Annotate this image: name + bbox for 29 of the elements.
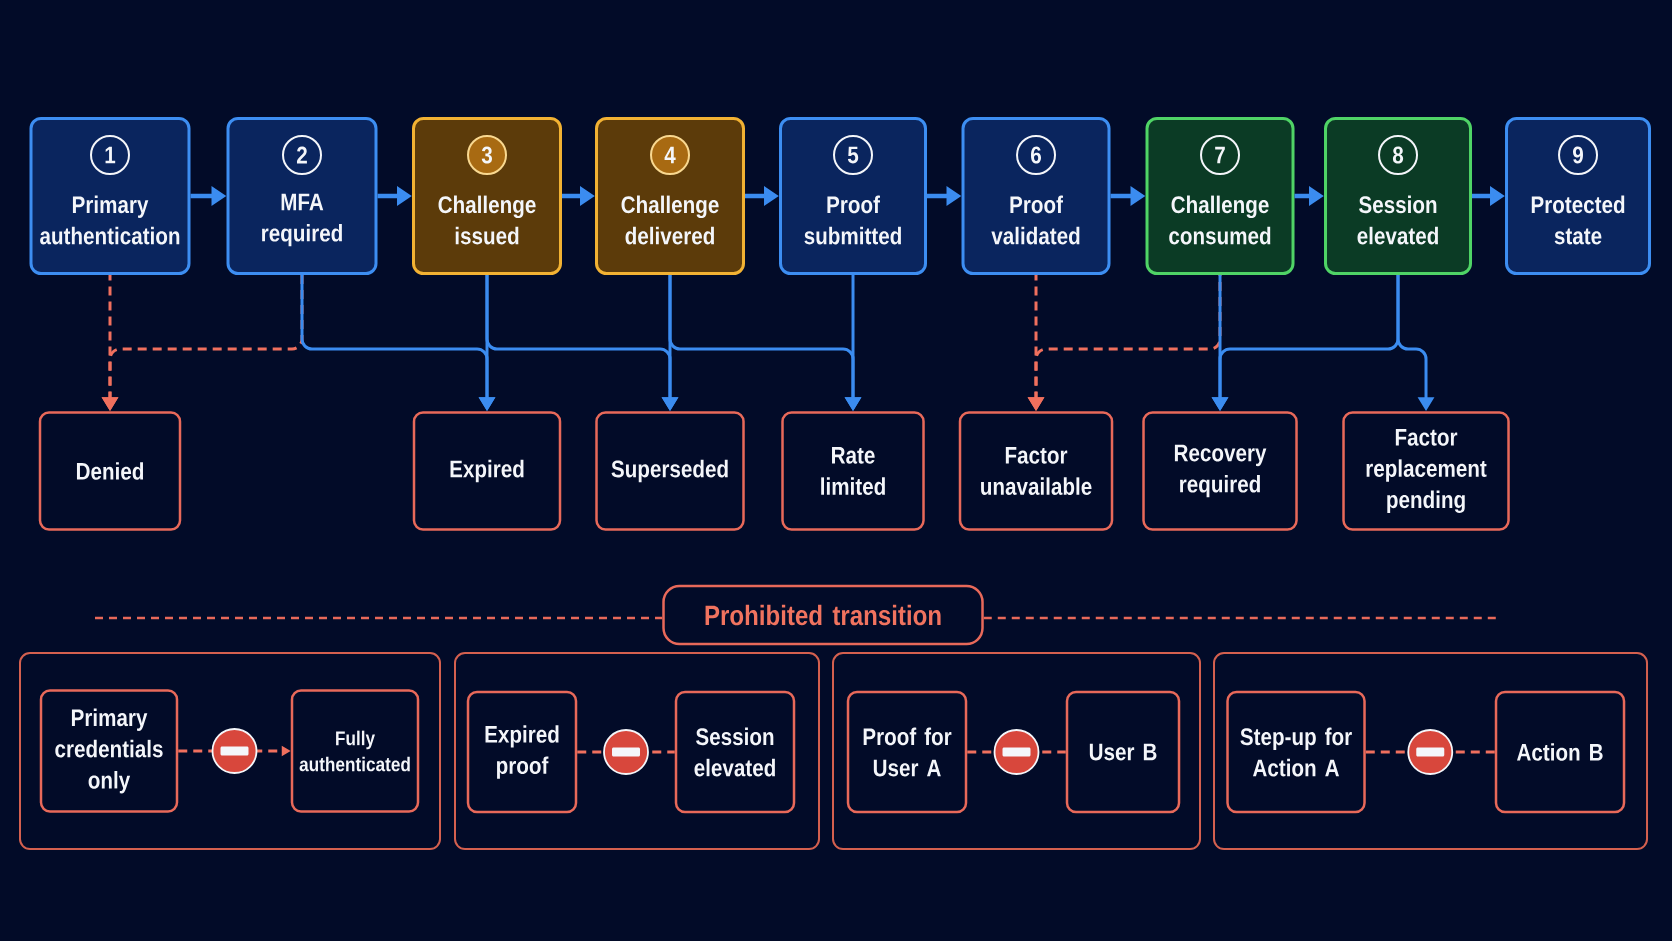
step-number: 5	[833, 135, 873, 175]
step-number: 8	[1378, 135, 1418, 175]
step-number: 1	[90, 135, 130, 175]
state-box: Fully authenticated	[290, 689, 420, 813]
state-box: Proof for User A	[846, 690, 968, 814]
step-number: 9	[1558, 135, 1598, 175]
failure-box: Factor unavailable	[958, 411, 1114, 531]
step-number: 6	[1016, 135, 1056, 175]
group-panel	[19, 652, 441, 850]
state-box: Action B	[1494, 690, 1626, 814]
step-number: 2	[282, 135, 322, 175]
step-number: 3	[467, 135, 507, 175]
failure-box: Denied	[38, 411, 182, 531]
state-box: Session elevated	[674, 690, 796, 814]
step-number: 7	[1200, 135, 1240, 175]
group-panel	[454, 652, 820, 850]
heading-pill: Prohibited transition	[662, 584, 984, 646]
group-panel	[832, 652, 1201, 850]
failure-box: Recovery required	[1142, 411, 1298, 531]
step-number: 4	[650, 135, 690, 175]
failure-box: Rate limited	[781, 411, 925, 531]
failure-box: Superseded	[595, 411, 745, 531]
group-panel	[1213, 652, 1648, 850]
state-box: Step-up for Action A	[1226, 690, 1366, 814]
failure-box: Factor replacement pending	[1342, 411, 1510, 531]
state-box: Expired proof	[466, 690, 578, 814]
state-box: User B	[1065, 690, 1181, 814]
state-box: Primary credentials only	[39, 689, 179, 813]
failure-box: Expired	[412, 411, 562, 531]
